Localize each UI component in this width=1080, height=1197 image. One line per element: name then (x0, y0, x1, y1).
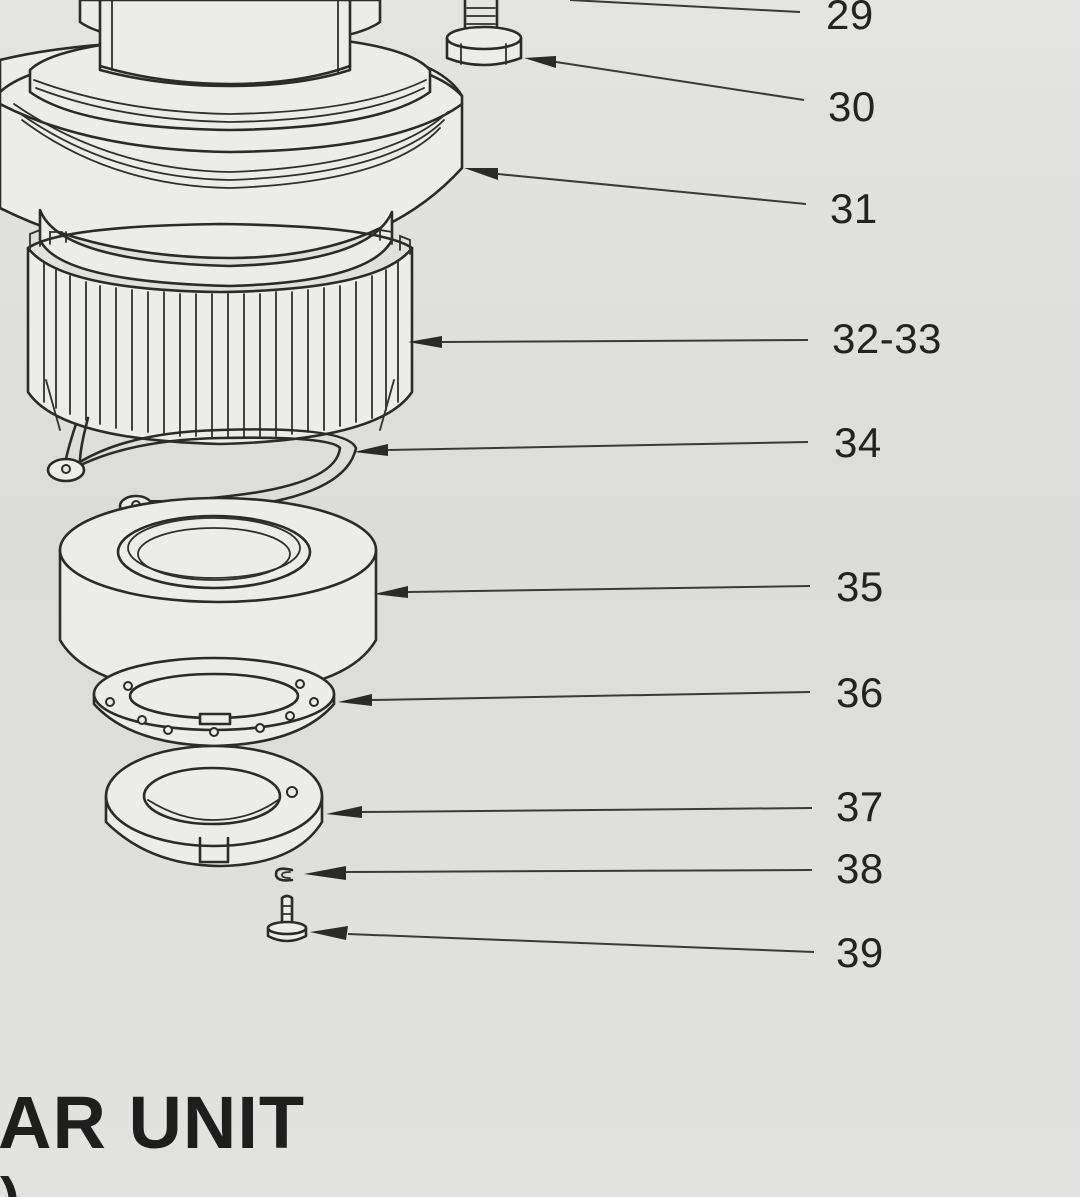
leader-39 (347, 933, 815, 953)
callout-29: 29 (826, 0, 874, 38)
part-37-lock-nut (104, 744, 324, 868)
heading-subtitle-fragment: ) (0, 1170, 70, 1197)
leader-35 (407, 585, 811, 593)
arrow-32-33 (408, 336, 442, 348)
leader-lines (304, 0, 815, 953)
part-32-33-gear (26, 222, 414, 446)
arrow-34 (354, 444, 388, 456)
arrow-36 (338, 694, 372, 706)
gear-teeth (43, 261, 399, 439)
leader-32-33 (441, 339, 809, 343)
callout-38: 38 (836, 845, 884, 892)
callout-37: 37 (836, 783, 884, 830)
part-30-nut (445, 25, 523, 67)
leader-36 (371, 691, 811, 701)
leader-34 (387, 441, 809, 451)
arrow-38 (304, 866, 346, 880)
section-heading: AR UNIT (0, 1081, 306, 1164)
leader-30 (555, 61, 805, 101)
callout-36: 36 (836, 669, 884, 716)
callout-34: 34 (834, 419, 882, 466)
leader-29 (569, 0, 801, 13)
callout-30: 30 (828, 83, 876, 130)
gear-teeth-tops (29, 228, 411, 255)
arrow-30 (524, 56, 556, 68)
leader-37 (361, 807, 813, 813)
arrow-35 (374, 586, 408, 598)
callout-39: 39 (836, 929, 884, 976)
leader-38 (345, 869, 813, 873)
arrow-37 (326, 806, 362, 818)
arrow-31 (464, 168, 498, 180)
callout-35: 35 (836, 563, 884, 610)
part-38-lock-washer (274, 867, 294, 882)
arrow-39 (310, 926, 348, 940)
leader-31 (497, 173, 807, 205)
callout-31: 31 (830, 185, 878, 232)
part-36-washer (92, 656, 336, 748)
part-35-bearing (58, 496, 378, 696)
part-29-bolt (463, 0, 499, 32)
callout-32-33: 32-33 (832, 315, 942, 362)
part-39-screw (266, 894, 308, 943)
part-31-housing (0, 0, 464, 288)
